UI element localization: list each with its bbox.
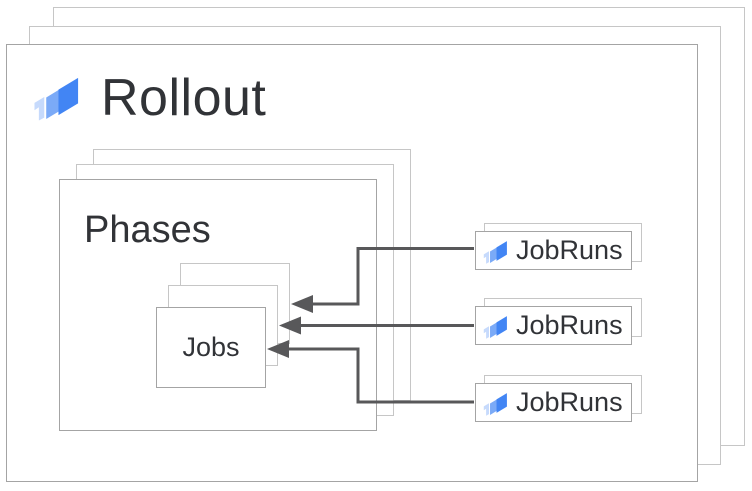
jobs-label: Jobs [182, 332, 240, 362]
jobruns-logo-icon [483, 315, 507, 339]
jobruns-card-3: JobRuns [475, 383, 632, 422]
rollout-logo-icon [34, 77, 79, 121]
jobruns-stack-3: JobRuns [475, 375, 642, 423]
jobs-card: Jobs [156, 307, 266, 388]
jobruns-card-1: JobRuns [475, 231, 632, 270]
jobruns-stack-1: JobRuns [475, 223, 642, 271]
jobruns-card-2: JobRuns [475, 306, 632, 345]
jobruns-label: JobRuns [516, 310, 623, 340]
phases-title: Phases [84, 209, 211, 251]
jobruns-logo-icon [483, 392, 507, 416]
jobruns-stack-2: JobRuns [475, 298, 642, 346]
jobruns-logo-icon [483, 240, 507, 264]
rollout-title: Rollout [101, 69, 267, 127]
jobruns-label: JobRuns [516, 387, 623, 417]
jobruns-label: JobRuns [516, 235, 623, 265]
